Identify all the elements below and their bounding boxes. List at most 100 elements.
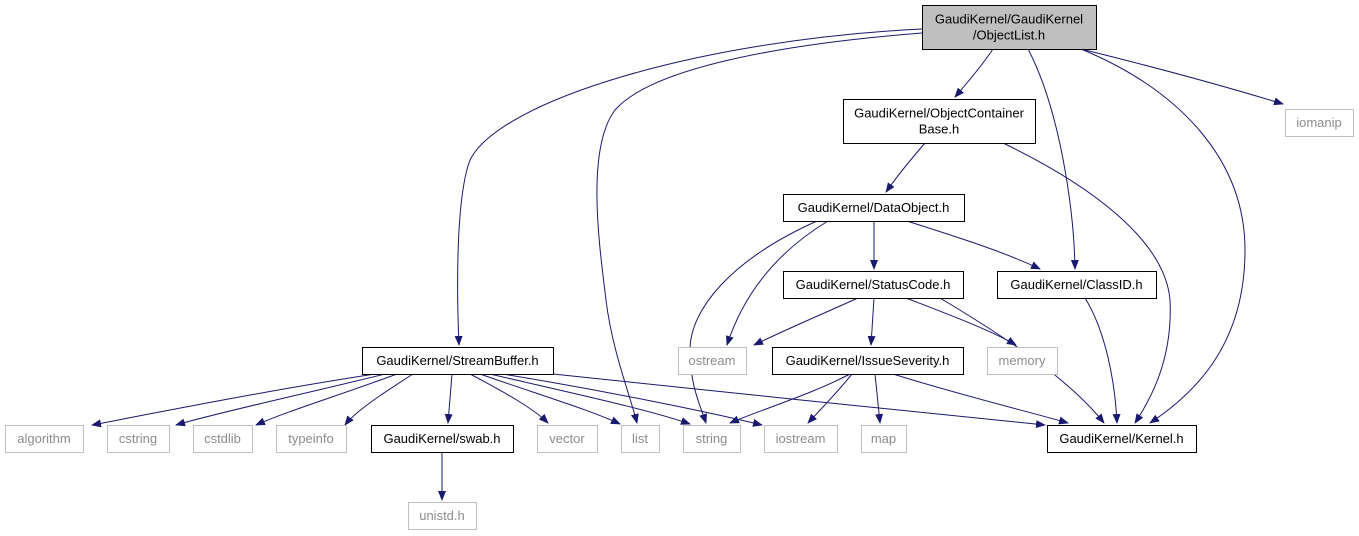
edge-dataobject-to-string <box>689 220 818 424</box>
node-box-classid <box>997 271 1157 299</box>
node-dataobject[interactable]: GaudiKernel/DataObject.h <box>783 194 965 222</box>
node-box-cstdlib <box>193 425 253 453</box>
edge-issueseverity-to-iostream <box>807 373 853 424</box>
edge-issueseverity-to-string <box>729 373 851 424</box>
edge-streambuffer-to-iostream <box>502 373 763 427</box>
node-streambuffer[interactable]: GaudiKernel/StreamBuffer.h <box>362 347 554 375</box>
edge-issueseverity-to-map <box>874 373 884 424</box>
edge-objectlist-to-objectcontainerbase <box>954 48 994 98</box>
edge-statuscode-to-issueseverity <box>867 297 876 346</box>
node-typeinfo: typeinfo <box>276 425 347 453</box>
node-box-cstring <box>107 425 170 453</box>
node-box-kernel <box>1047 425 1197 453</box>
node-label-objectcontainerbase: GaudiKernel/ObjectContainer <box>854 106 1024 121</box>
node-label-unistd: unistd.h <box>419 508 465 523</box>
node-label-vector: vector <box>549 431 585 446</box>
node-label-list: list <box>632 431 648 446</box>
edge-objectlist-to-kernel <box>1080 48 1246 424</box>
edge-streambuffer-to-typeinfo <box>344 373 414 426</box>
edge-classid-to-kernel <box>1084 297 1121 424</box>
node-box-streambuffer <box>362 347 554 375</box>
edge-streambuffer-to-vector <box>469 373 549 424</box>
node-box-typeinfo <box>276 425 347 453</box>
node-statuscode[interactable]: GaudiKernel/StatusCode.h <box>783 271 964 299</box>
node-box-objectlist <box>922 5 1097 50</box>
node-unistd: unistd.h <box>408 502 477 530</box>
node-label-typeinfo: typeinfo <box>288 431 334 446</box>
node-vector: vector <box>537 425 598 453</box>
node-objectlist[interactable]: GaudiKernel/GaudiKernel/ObjectList.h <box>922 5 1097 50</box>
edge-dataobject-to-classid <box>906 220 1041 270</box>
edge-streambuffer-to-string <box>489 373 691 425</box>
node-box-objectcontainerbase <box>843 99 1036 144</box>
node-box-swab <box>371 425 514 453</box>
node-label-ostream: ostream <box>689 353 736 368</box>
node-label-classid: GaudiKernel/ClassID.h <box>1010 277 1142 292</box>
node-label-objectlist: GaudiKernel/GaudiKernel <box>935 12 1083 27</box>
node-classid[interactable]: GaudiKernel/ClassID.h <box>997 271 1157 299</box>
node-label-iostream: iostream <box>776 431 826 446</box>
node-list: list <box>621 425 660 453</box>
node-ostream: ostream <box>678 347 747 375</box>
node-label-dataobject: GaudiKernel/DataObject.h <box>798 200 950 215</box>
node-box-unistd <box>408 502 477 530</box>
node-label-cstdlib: cstdlib <box>204 431 241 446</box>
node-cstdlib: cstdlib <box>193 425 253 453</box>
node-memory: memory <box>987 347 1058 375</box>
edge-objectlist-to-classid <box>1027 48 1079 270</box>
edge-issueseverity-to-kernel <box>892 373 1069 425</box>
node-label-issueseverity: GaudiKernel/IssueSeverity.h <box>786 353 950 368</box>
node-box-vector <box>537 425 598 453</box>
edge-objectlist-to-iomanip <box>1080 48 1284 106</box>
node-box-map <box>861 425 907 453</box>
node-label-swab: GaudiKernel/swab.h <box>383 431 500 446</box>
edges-layer <box>91 28 1284 501</box>
nodes-layer: GaudiKernel/GaudiKernel/ObjectList.h ioma… <box>5 5 1354 530</box>
node-swab[interactable]: GaudiKernel/swab.h <box>371 425 514 453</box>
node-cstring: cstring <box>107 425 170 453</box>
node-box-list <box>621 425 660 453</box>
edge-objectcontainerbase-to-dataobject <box>885 142 926 193</box>
node-issueseverity[interactable]: GaudiKernel/IssueSeverity.h <box>772 347 964 375</box>
node-box-iomanip <box>1285 109 1354 137</box>
node-box-dataobject <box>783 194 965 222</box>
edge-streambuffer-to-swab <box>444 373 453 424</box>
edge-objectlist-to-list <box>596 32 923 424</box>
node-label-streambuffer: GaudiKernel/StreamBuffer.h <box>376 353 538 368</box>
edge-streambuffer-to-list <box>479 373 621 425</box>
node-box-string <box>683 425 741 453</box>
node-label-memory: memory <box>999 353 1046 368</box>
edge-objectlist-to-streambuffer <box>454 28 923 346</box>
node-box-statuscode <box>783 271 964 299</box>
node-label-iomanip: iomanip <box>1296 115 1342 130</box>
edge-streambuffer-to-algorithm <box>91 373 376 428</box>
edge-dataobject-to-ostream <box>726 220 829 346</box>
node-label-objectlist: /ObjectList.h <box>973 28 1045 43</box>
edge-streambuffer-to-kernel <box>552 373 1046 429</box>
node-label-map: map <box>871 431 896 446</box>
node-box-memory <box>987 347 1058 375</box>
node-label-kernel: GaudiKernel/Kernel.h <box>1059 431 1183 446</box>
node-iomanip: iomanip <box>1285 109 1354 137</box>
node-box-ostream <box>678 347 747 375</box>
edge-objectcontainerbase-to-kernel <box>1002 142 1171 424</box>
node-label-statuscode: GaudiKernel/StatusCode.h <box>796 277 951 292</box>
node-label-cstring: cstring <box>119 431 157 446</box>
node-iostream: iostream <box>764 425 838 453</box>
edge-streambuffer-to-cstdlib <box>255 373 398 426</box>
node-box-algorithm <box>5 425 84 453</box>
node-label-objectcontainerbase: Base.h <box>919 122 959 137</box>
node-algorithm: algorithm <box>5 425 84 453</box>
node-label-algorithm: algorithm <box>17 431 70 446</box>
node-box-iostream <box>764 425 838 453</box>
node-label-string: string <box>696 431 728 446</box>
edge-streambuffer-to-cstring <box>175 373 386 427</box>
node-map: map <box>861 425 907 453</box>
edge-statuscode-to-memory <box>905 297 1017 346</box>
node-box-issueseverity <box>772 347 964 375</box>
node-kernel[interactable]: GaudiKernel/Kernel.h <box>1047 425 1197 453</box>
node-string: string <box>683 425 741 453</box>
edge-statuscode-to-ostream <box>753 297 859 346</box>
